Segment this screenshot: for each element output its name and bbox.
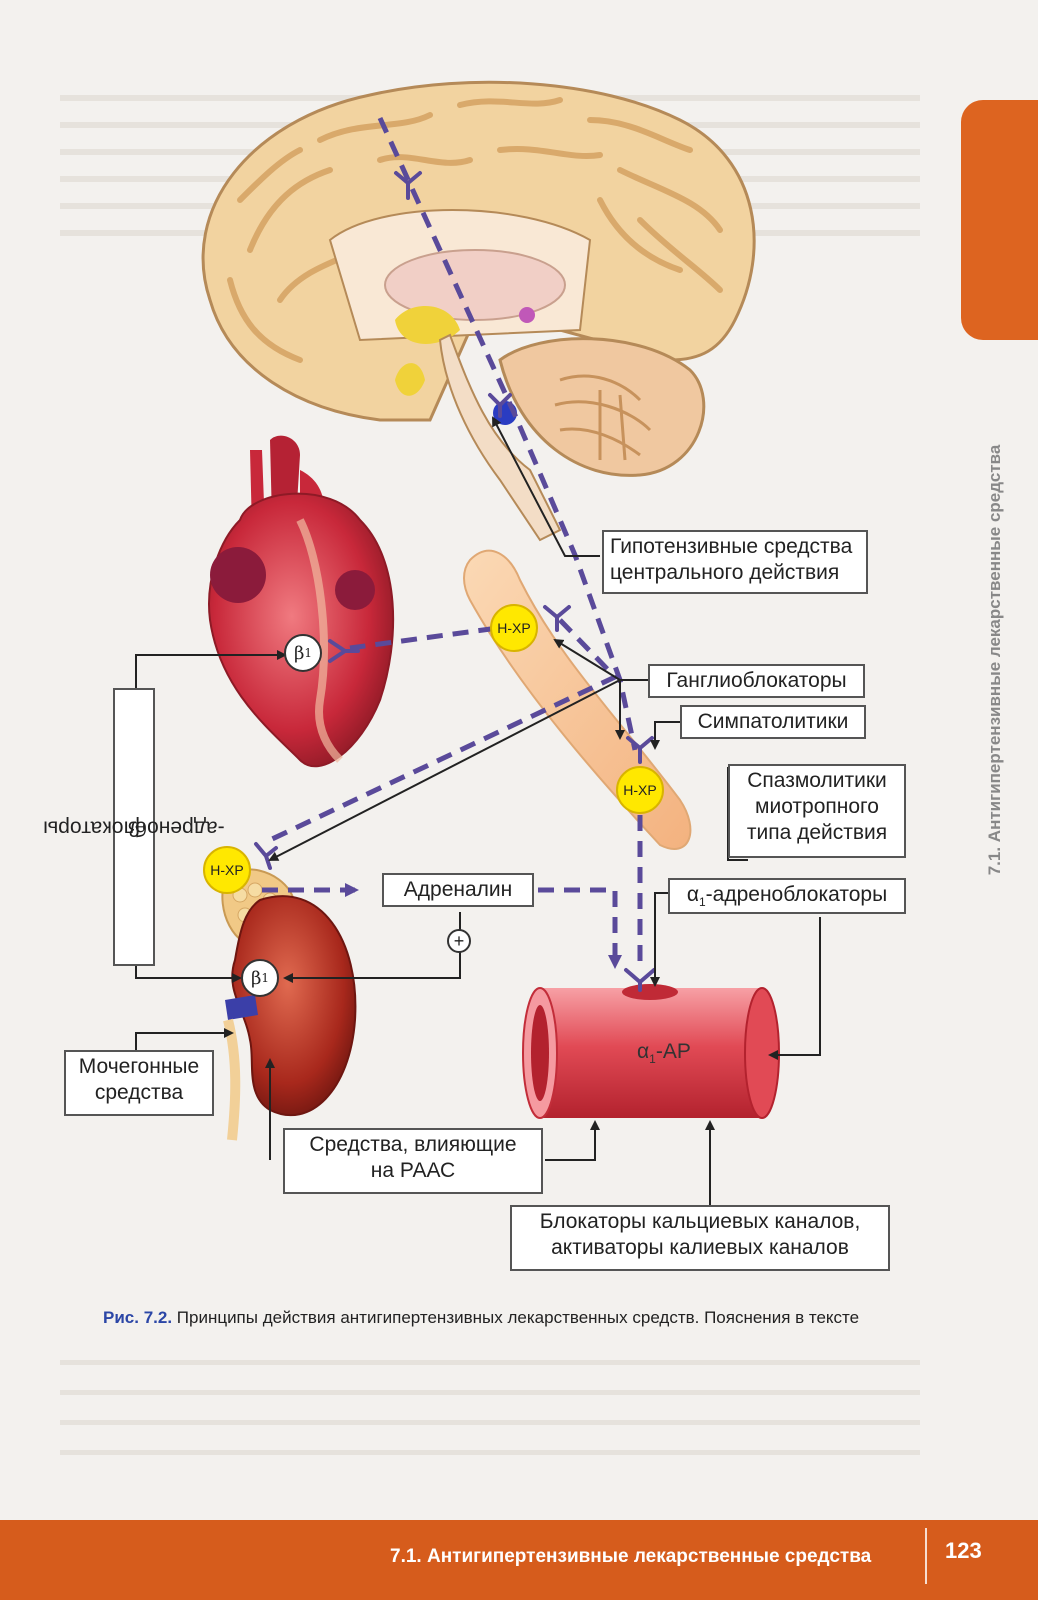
n-cholinoreceptor-ganglion-bottom: Н-ХР (616, 766, 664, 814)
n-cholinoreceptor-ganglion-top: Н-ХР (490, 604, 538, 652)
n-cholinoreceptor-adrenal: Н-ХР (203, 846, 251, 894)
figure-caption: Рис. 7.2. Принципы действия антигипертен… (103, 1308, 923, 1328)
channel-modulators-label: Блокаторы кальциевых каналов, активаторы… (510, 1205, 890, 1271)
plus-sign: + (447, 929, 471, 953)
myotropic-spasmolytics-label: Спазмолитики миотропного типа действия (728, 764, 906, 858)
page-number: 123 (945, 1538, 982, 1563)
heart-illustration (208, 435, 395, 768)
alpha1-blockers-label: α1-адреноблокаторы (668, 878, 906, 914)
page-footer: 7.1. Антигипертензивные лекарственные ср… (0, 1520, 1038, 1600)
sympatholytics-label: Симпатолитики (680, 705, 866, 739)
figure-caption-text: Принципы действия антигипертензивных лек… (172, 1308, 860, 1327)
adrenaline-label: Адреналин (382, 873, 534, 907)
blood-vessel-illustration (522, 984, 780, 1119)
footer-divider (925, 1528, 927, 1584)
brain-illustration (201, 80, 756, 542)
footer-chapter-title: 7.1. Антигипертензивные лекарственные ср… (390, 1546, 872, 1567)
receptor-y-icon (254, 171, 656, 992)
diuretics-label: Мочегонные средства (64, 1050, 214, 1116)
kidney-illustration (221, 868, 357, 1141)
vessel-receptor-label: α1-АР (637, 1040, 691, 1067)
raas-agents-label: Средства, влияющие на РААС (283, 1128, 543, 1194)
central-agents-label: Гипотензивные средства центрального дейс… (602, 530, 868, 594)
figure-caption-label: Рис. 7.2. (103, 1308, 173, 1327)
chapter-tab (961, 100, 1038, 340)
ganglionic-blockers-label: Ганглиоблокаторы (648, 664, 865, 698)
